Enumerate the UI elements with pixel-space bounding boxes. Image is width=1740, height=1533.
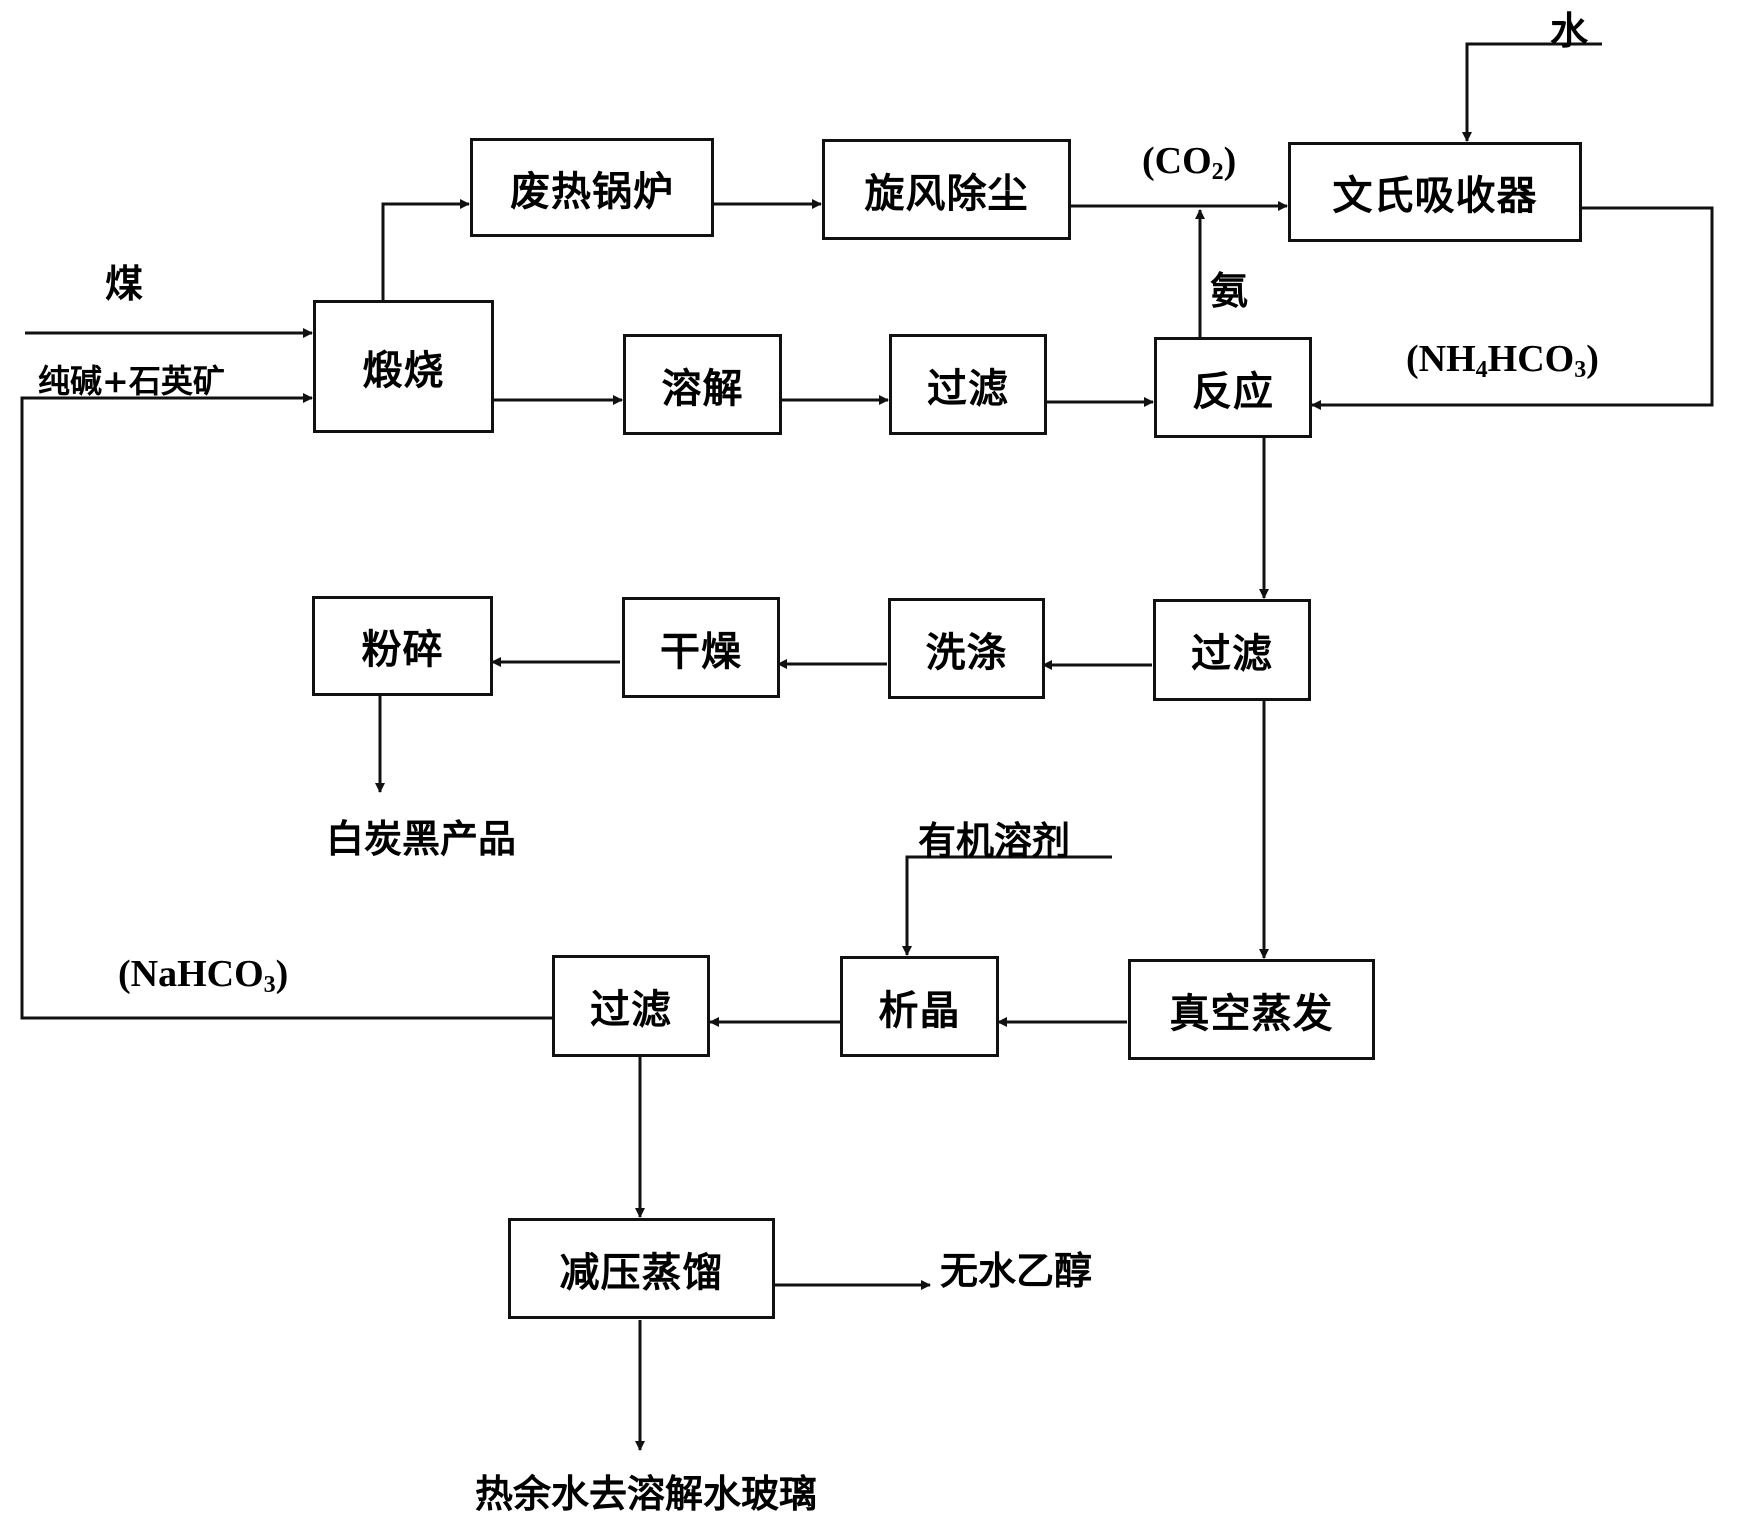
- vacuum-evaporation-box: 真空蒸发: [1128, 959, 1375, 1060]
- white-carbon-product-label: 白炭黑产品: [326, 816, 517, 861]
- arrow-water-to-venturi: [1462, 42, 1602, 142]
- nh4hco3-post: ): [1586, 338, 1599, 380]
- nahco3-label: (NaHCO3): [118, 955, 288, 997]
- co2-post: ): [1223, 140, 1237, 182]
- feed-label: 纯碱+石英矿: [38, 362, 225, 400]
- nh4hco3-pre: (NH: [1406, 338, 1476, 380]
- filter-3-box: 过滤: [552, 955, 710, 1057]
- nahco3-sub: 3: [263, 972, 276, 998]
- nahco3-post: ): [275, 953, 289, 995]
- nh4hco3-sub1: 4: [1475, 357, 1488, 383]
- dissolve-box: 溶解: [623, 334, 782, 435]
- nahco3-pre: (NaHCO: [118, 953, 264, 995]
- hot-water-label: 热余水去溶解水玻璃: [475, 1471, 818, 1516]
- water-label: 水: [1550, 8, 1589, 53]
- arrow-solvent-to-crystallize: [902, 855, 1112, 956]
- co2-sub: 2: [1211, 159, 1224, 185]
- crush-box: 粉碎: [312, 596, 493, 696]
- filter-2-box: 过滤: [1153, 599, 1311, 701]
- arrow-recycle-to-calcination: [20, 396, 556, 1020]
- dry-box: 干燥: [622, 597, 780, 698]
- nh4hco3-label: (NH4HCO3): [1406, 340, 1599, 382]
- calcination-box: 煅烧: [313, 300, 494, 433]
- organic-solvent-label: 有机溶剂: [918, 818, 1071, 863]
- reaction-box: 反应: [1154, 337, 1312, 438]
- co2-pre: (CO: [1142, 140, 1212, 182]
- cyclone-dust-removal-box: 旋风除尘: [822, 139, 1071, 240]
- co2-label: (CO2): [1142, 142, 1236, 184]
- anhydrous-ethanol-label: 无水乙醇: [940, 1248, 1093, 1293]
- crystallize-box: 析晶: [840, 956, 999, 1057]
- arrow-calcination-to-boiler: [381, 199, 470, 302]
- wash-box: 洗涤: [888, 598, 1045, 699]
- arrow-venturi-to-reaction: [1311, 206, 1714, 410]
- filter-1-box: 过滤: [889, 334, 1047, 435]
- coal-label: 煤: [105, 261, 144, 306]
- venturi-absorber-box: 文氏吸收器: [1288, 142, 1582, 242]
- ammonia-label: 氨: [1210, 268, 1249, 313]
- nh4hco3-mid: HCO: [1487, 338, 1575, 380]
- waste-heat-boiler-box: 废热锅炉: [470, 138, 714, 237]
- nh4hco3-sub2: 3: [1574, 357, 1587, 383]
- vacuum-distillation-box: 减压蒸馏: [508, 1218, 775, 1319]
